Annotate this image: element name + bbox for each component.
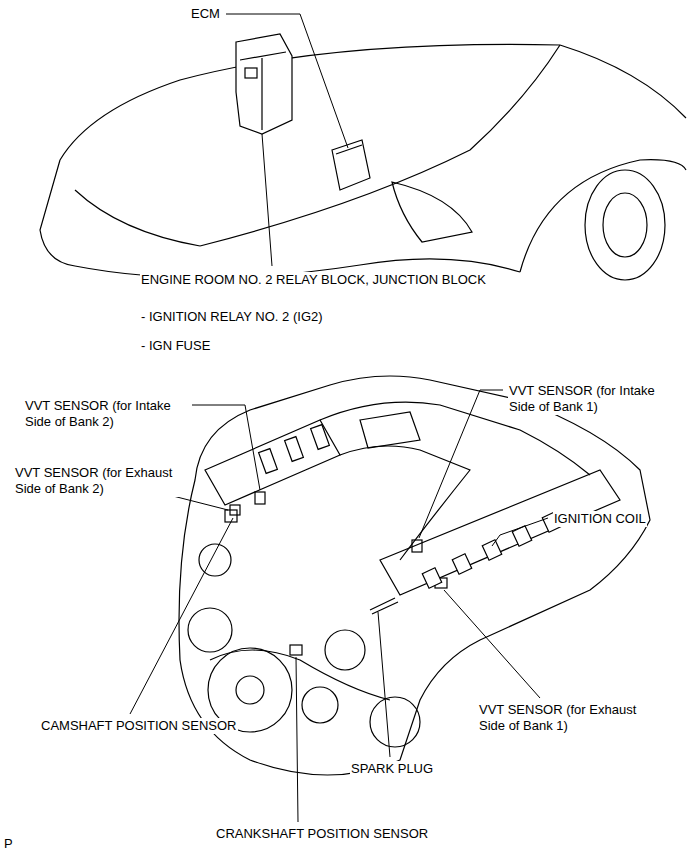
crank-sensor	[290, 645, 302, 655]
fender	[560, 45, 686, 118]
cam-sensor	[230, 505, 240, 515]
wheel-hub	[603, 193, 647, 257]
ecm-box	[332, 140, 370, 190]
sub-item-label: - IGN FUSE	[140, 338, 211, 354]
wheel	[585, 170, 665, 280]
vvt-sensor	[255, 492, 265, 504]
component-label: VVT SENSOR (for Intake Side of Bank 1)	[508, 383, 676, 415]
component-label: IGNITION COIL	[553, 511, 647, 527]
component-label: CRANKSHAFT POSITION SENSOR	[215, 826, 429, 842]
component-label: ENGINE ROOM NO. 2 RELAY BLOCK, JUNCTION …	[140, 272, 487, 288]
spark-plug	[370, 598, 398, 614]
component-label: CAMSHAFT POSITION SENSOR	[40, 718, 238, 734]
sub-item-label: - IGNITION RELAY NO. 2 (IG2)	[140, 309, 324, 325]
vvt-sensor	[225, 510, 237, 522]
hood-edge	[60, 44, 560, 160]
component-label: VVT SENSOR (for Exhaust Side of Bank 1)	[478, 702, 652, 734]
headlight	[392, 182, 472, 242]
bank2-cover	[205, 420, 340, 505]
component-label: SPARK PLUG	[350, 761, 434, 777]
component-label: ECM	[190, 6, 221, 22]
page-mark: P	[3, 836, 14, 852]
wheel-arch	[520, 160, 686, 272]
grille-line	[75, 190, 200, 246]
component-label: VVT SENSOR (for Exhaust Side of Bank 2)	[14, 465, 188, 497]
throttle	[360, 412, 420, 448]
bank1-cover	[380, 470, 620, 595]
component-label: VVT SENSOR (for Intake Side of Bank 2)	[24, 398, 192, 430]
bumper	[40, 160, 75, 266]
vvt-sensor	[412, 540, 422, 552]
relay-block	[236, 34, 292, 134]
car-front	[40, 44, 686, 280]
belt	[210, 650, 390, 700]
intake-lower	[340, 446, 470, 560]
ignition-coils	[259, 425, 562, 589]
